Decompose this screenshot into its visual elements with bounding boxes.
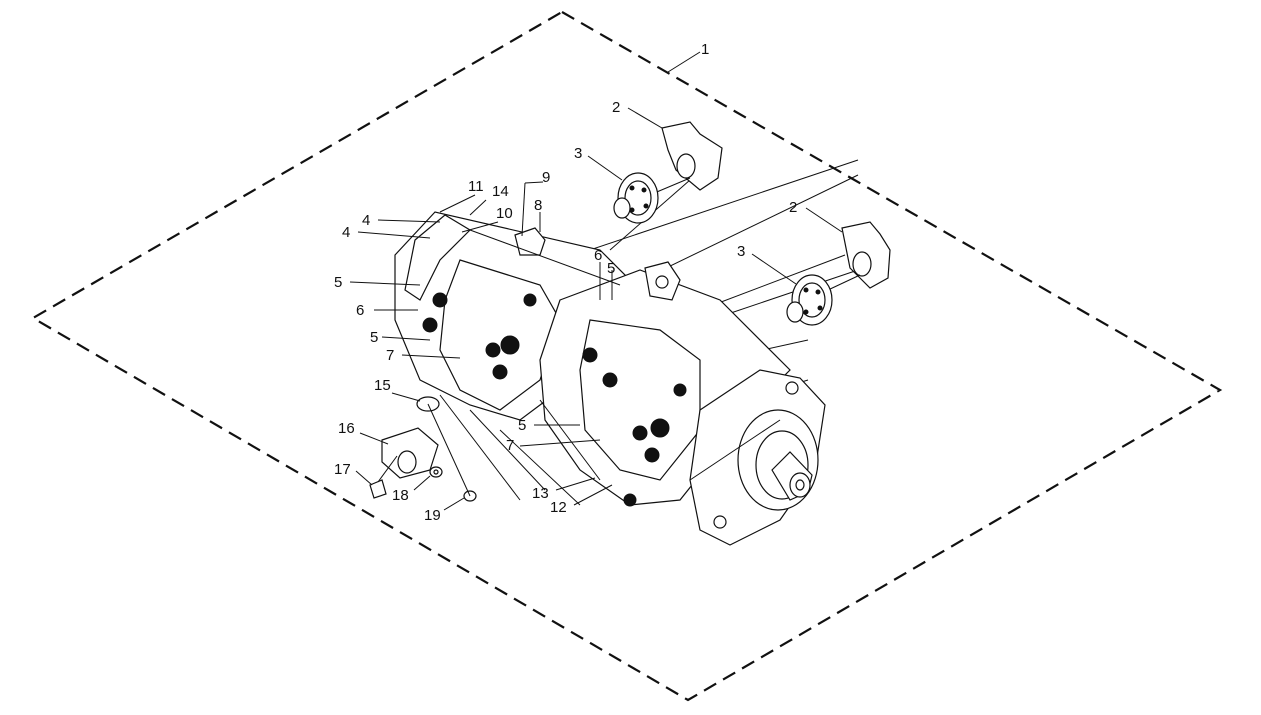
callout-13: 13	[532, 485, 549, 502]
callout-15: 15	[374, 377, 391, 394]
callout-9: 9	[542, 169, 550, 186]
callout-18: 18	[392, 487, 409, 504]
callout-2-upper: 2	[612, 99, 620, 116]
callout-5-a: 5	[334, 274, 342, 291]
callout-4-upper: 4	[362, 212, 370, 229]
callout-5-b: 5	[370, 329, 378, 346]
callout-11: 11	[468, 178, 484, 195]
callout-5-d: 5	[607, 260, 615, 277]
pump-assembly	[394, 211, 826, 546]
callout-2-lower: 2	[789, 199, 797, 216]
callout-17: 17	[334, 461, 351, 478]
callout-7-b: 7	[506, 437, 514, 454]
callout-10: 10	[496, 205, 513, 222]
callout-6-a: 6	[356, 302, 364, 319]
callout-8: 8	[534, 197, 542, 214]
bracket-upper	[651, 121, 723, 195]
callout-3-upper: 3	[574, 145, 582, 162]
callout-3-lower: 3	[737, 243, 745, 260]
callout-7-a: 7	[386, 347, 394, 364]
callout-4-lower: 4	[342, 224, 350, 241]
callout-12: 12	[550, 499, 567, 516]
callout-14: 14	[492, 183, 509, 200]
flange-upper	[613, 172, 659, 224]
callout-16: 16	[338, 420, 355, 437]
callout-5-c: 5	[518, 417, 526, 434]
callout-1: 1	[701, 41, 709, 58]
callout-19: 19	[424, 507, 441, 524]
assembly-boundary	[30, 10, 1223, 702]
bracket-lower	[827, 221, 891, 291]
callout-6-b: 6	[594, 247, 602, 264]
small-parts	[369, 396, 477, 502]
leader-lines	[349, 51, 843, 511]
flange-lower	[786, 274, 833, 326]
